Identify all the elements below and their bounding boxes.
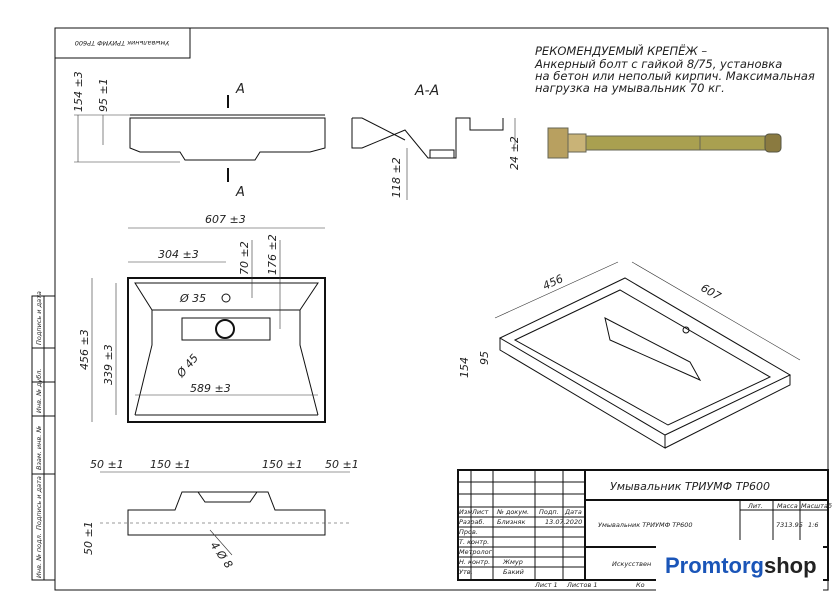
strip-label: Инв. № подл.	[35, 533, 43, 578]
row-cell: Разраб.	[459, 518, 485, 526]
strip-label: Взам. инв. №	[35, 426, 43, 470]
strip-label: Подпись и дата	[35, 476, 43, 530]
dim-label: 176 ±2	[266, 234, 279, 275]
dim-label: 607 ±3	[205, 213, 246, 226]
dim-label: 154	[458, 357, 471, 378]
section-title: А-А	[414, 83, 439, 99]
dim-label: 95	[478, 351, 491, 365]
sheet-number: Лист 1	[534, 581, 558, 589]
dim-label: 4 Ø 8	[208, 539, 236, 571]
scale-value: 1:6	[808, 521, 818, 529]
lit-label: Лит.	[747, 502, 763, 510]
row-cell: Пров.	[459, 528, 478, 536]
top-view: 607 ±3 304 ±3 70 ±2 176 ±2 456 ±3 339 ±3…	[78, 213, 326, 423]
row-cell: 13.07.2020	[545, 518, 582, 526]
dim-label: 50 ±1	[82, 521, 95, 555]
header-cell: Дата	[564, 508, 582, 516]
anchor-bolt-image	[547, 127, 782, 159]
fastener-note: РЕКОМЕНДУЕМЫЙ КРЕПЁЖ – Анкерный болт с г…	[534, 43, 815, 95]
note-line: на бетон или неполый кирпич. Максимальна…	[535, 69, 815, 83]
dim-label: 339 ±3	[102, 344, 115, 385]
row-cell: Метролог	[459, 548, 493, 556]
inverted-stamp	[54, 27, 191, 59]
front-view: 50 ±1 150 ±1 150 ±1 50 ±1 50 ±1 4 Ø 8	[82, 458, 359, 571]
inverted-stamp-text: Умывальник ТРИУМФ TP600	[75, 39, 170, 47]
row-cell: Жмур	[502, 558, 523, 566]
section-mark-top: A	[235, 82, 245, 97]
dim-label: 304 ±3	[158, 248, 199, 261]
logo-background	[656, 540, 823, 594]
dim-label: 50 ±1	[325, 458, 359, 471]
dim-label: Ø 45	[174, 352, 201, 381]
logo-part-1: Promtorg	[665, 553, 764, 578]
section-view: А-А 118 ±2 24 ±2	[351, 83, 521, 200]
dim-label: 118 ±2	[390, 157, 403, 198]
promtorgshop-logo: Promtorgshop	[665, 553, 817, 579]
header-cell: Изм	[459, 508, 472, 516]
note-line: РЕКОМЕНДУЕМЫЙ КРЕПЁЖ –	[535, 43, 707, 58]
dim-label: 607	[699, 281, 724, 303]
section-mark-bottom: A	[235, 185, 245, 200]
dim-label: 589 ±3	[190, 382, 231, 395]
dim-label: 70 ±2	[238, 241, 251, 275]
note-line: Анкерный болт с гайкой 8/75, установка	[534, 57, 782, 71]
header-cell: Лист	[471, 508, 489, 516]
row-cell: Утв.	[459, 568, 473, 576]
row-cell: Н. контр.	[459, 558, 490, 566]
scale-label: Масштаб	[801, 502, 832, 510]
header-cell: № докум.	[496, 508, 529, 516]
dim-label: 50 ±1	[90, 458, 124, 471]
row-cell: Близняк	[497, 518, 525, 526]
side-view: A A 154 ±3 95 ±1	[72, 71, 326, 200]
mass-label: Масса	[777, 502, 798, 510]
dim-label: Ø 35	[179, 292, 206, 305]
dim-label: 24 ±2	[508, 136, 521, 170]
sheet-count: Листов 1	[566, 581, 597, 589]
dim-label: 456 ±3	[78, 329, 91, 370]
strip-label: Инв. № дубл.	[35, 369, 43, 413]
note-line: нагрузка на умывальник 70 кг.	[535, 81, 725, 95]
header-cell: Подп.	[539, 508, 559, 516]
mass-value: 7313.95	[776, 521, 803, 529]
side-strip: Инв. № подл. Подпись и дата Взам. инв. №…	[31, 291, 56, 581]
copy-label: Ко	[636, 581, 645, 589]
dim-label: 150 ±1	[150, 458, 191, 471]
dim-label: 154 ±3	[72, 71, 85, 112]
logo-part-2: shop	[764, 553, 817, 578]
row-cell: Т. контр.	[459, 538, 489, 546]
material: Искусствен	[612, 560, 651, 568]
row-cell: Бакий	[503, 568, 524, 576]
dim-label: 456	[541, 272, 566, 293]
title-block-title: Умывальник ТРИУМФ TP600	[610, 480, 770, 493]
dim-label: 150 ±1	[262, 458, 303, 471]
product-name: Умывальник ТРИУМФ TP600	[598, 521, 693, 529]
strip-label: Подпись и дата	[35, 291, 43, 345]
dim-label: 95 ±1	[97, 78, 110, 112]
isometric-view: 456 607 154 95	[458, 261, 801, 449]
